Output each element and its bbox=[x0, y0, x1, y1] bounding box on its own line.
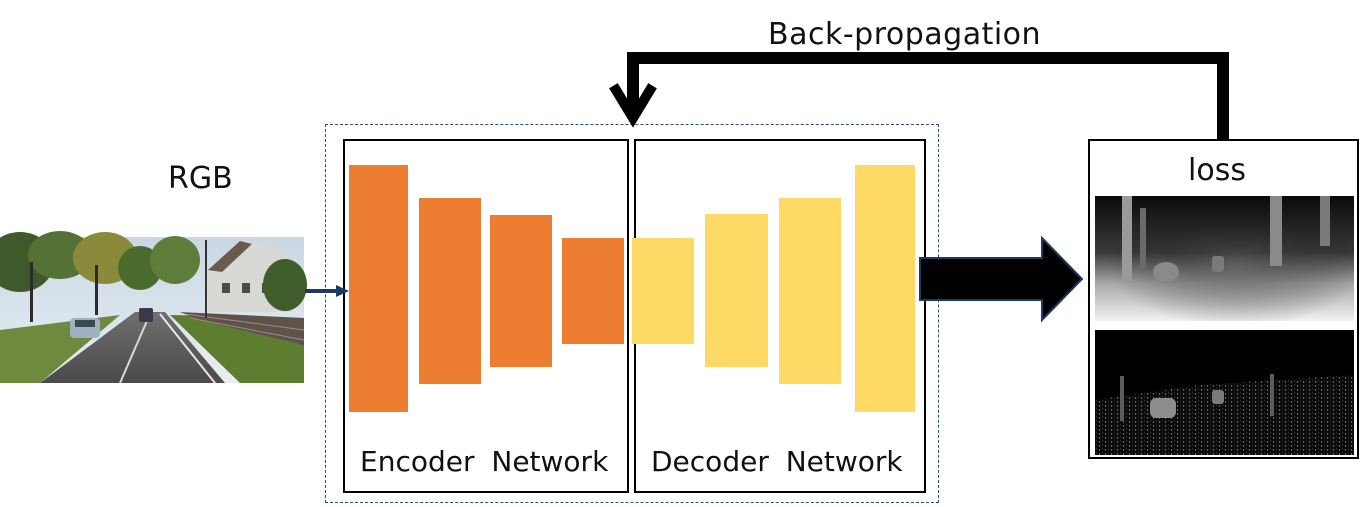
predicted-depth-image bbox=[1095, 196, 1354, 321]
decoder-layer-2 bbox=[705, 214, 768, 367]
decoder-layer-1 bbox=[632, 238, 694, 344]
backprop-label: Back-propagation bbox=[768, 17, 1042, 52]
encoder-layer-3 bbox=[490, 215, 552, 367]
loss-label: loss bbox=[1188, 153, 1246, 188]
decoder-label: Decoder Network bbox=[651, 445, 903, 478]
encoder-label: Encoder Network bbox=[360, 445, 609, 478]
input-arrow bbox=[305, 285, 349, 297]
sparse-depth-image bbox=[1095, 330, 1354, 455]
rgb-label: RGB bbox=[168, 161, 233, 196]
output-arrow bbox=[919, 235, 1084, 323]
encoder-layer-2 bbox=[419, 198, 481, 384]
encoder-layer-1 bbox=[349, 165, 408, 412]
rgb-input-image bbox=[0, 231, 307, 384]
backprop-arrow bbox=[609, 52, 1229, 139]
decoder-layer-3 bbox=[779, 198, 841, 384]
decoder-layer-4 bbox=[855, 165, 915, 412]
encoder-layer-4 bbox=[562, 238, 624, 344]
